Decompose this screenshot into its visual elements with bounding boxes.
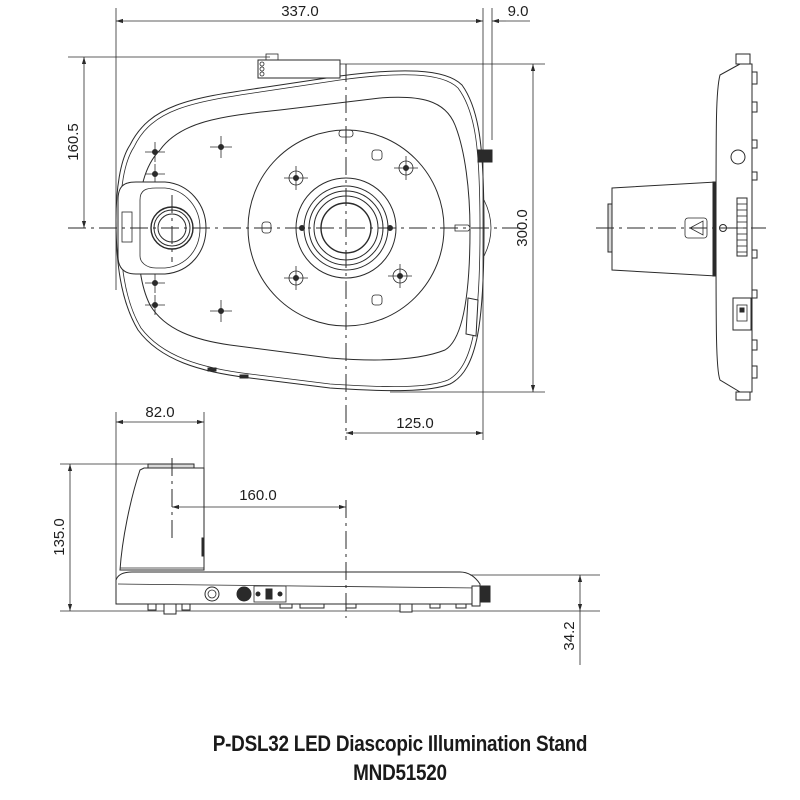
right-side-view	[596, 53, 766, 401]
svg-text:160.5: 160.5	[65, 123, 82, 161]
svg-text:300.0: 300.0	[514, 209, 531, 247]
dimension-160-5: 160.5	[65, 57, 87, 228]
model-number: MND51520	[353, 760, 447, 785]
svg-text:135.0: 135.0	[51, 518, 68, 556]
dimension-9: 9.0	[492, 3, 530, 24]
dimension-300: 300.0	[514, 64, 536, 392]
dimension-125: 125.0	[346, 415, 483, 436]
dimension-160: 160.0	[172, 487, 346, 510]
svg-text:337.0: 337.0	[281, 3, 319, 20]
svg-text:82.0: 82.0	[145, 404, 174, 421]
svg-text:9.0: 9.0	[508, 3, 529, 20]
svg-text:125.0: 125.0	[396, 415, 434, 432]
dimension-34-2: 34.2	[561, 575, 583, 665]
dimension-135: 135.0	[51, 464, 73, 611]
dimension-337: 337.0	[116, 3, 483, 24]
top-view	[68, 8, 545, 440]
dimension-82: 82.0	[116, 404, 204, 425]
svg-text:34.2: 34.2	[561, 621, 578, 650]
front-view	[60, 412, 600, 618]
drawing-title: P-DSL32 LED Diascopic Illumination Stand	[212, 731, 588, 756]
mount-marks	[145, 136, 232, 322]
svg-text:160.0: 160.0	[239, 487, 277, 504]
